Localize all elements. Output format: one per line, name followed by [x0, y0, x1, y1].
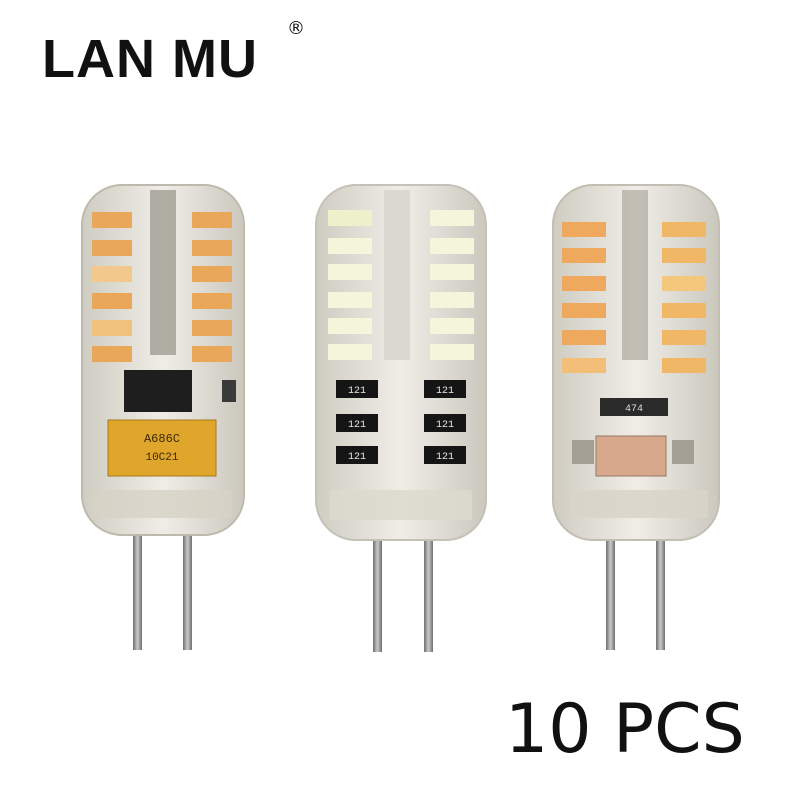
pin-left	[133, 535, 142, 650]
led-column-right	[662, 222, 706, 373]
quantity-label: 10 PCS	[505, 690, 745, 769]
resistor-label: 474	[625, 404, 643, 415]
capacitor	[595, 435, 667, 477]
bulb-warm-right: 474	[552, 184, 720, 650]
pin-left	[373, 540, 382, 652]
bulb-warm-left: A686C 10C21	[81, 184, 245, 650]
pin-left	[606, 535, 615, 650]
led-column-right	[192, 212, 232, 362]
led-column-right	[430, 210, 474, 360]
svg-text:121: 121	[348, 386, 366, 397]
pin-right	[424, 540, 433, 652]
capacitor	[107, 419, 217, 477]
pin-right	[183, 535, 192, 650]
registered-mark: ®	[287, 18, 305, 39]
led-column-left	[92, 212, 132, 362]
svg-text:121: 121	[436, 386, 454, 397]
capacitor-label: A686C	[144, 432, 180, 446]
led-column-left	[328, 210, 372, 360]
pin-right	[656, 535, 665, 650]
led-column-left	[562, 222, 606, 373]
resistor	[600, 398, 668, 416]
brand-logo: LAN MU	[42, 29, 258, 89]
bulb-cool-middle: 121 121 121 121 121 121	[315, 184, 487, 652]
resistor-array: 121 121 121 121 121 121	[336, 380, 466, 464]
svg-text:121: 121	[348, 452, 366, 463]
capacitor-code: 10C21	[145, 452, 178, 464]
svg-text:121: 121	[436, 452, 454, 463]
svg-text:121: 121	[348, 420, 366, 431]
svg-text:121: 121	[436, 420, 454, 431]
rectifier-chip	[124, 370, 192, 412]
